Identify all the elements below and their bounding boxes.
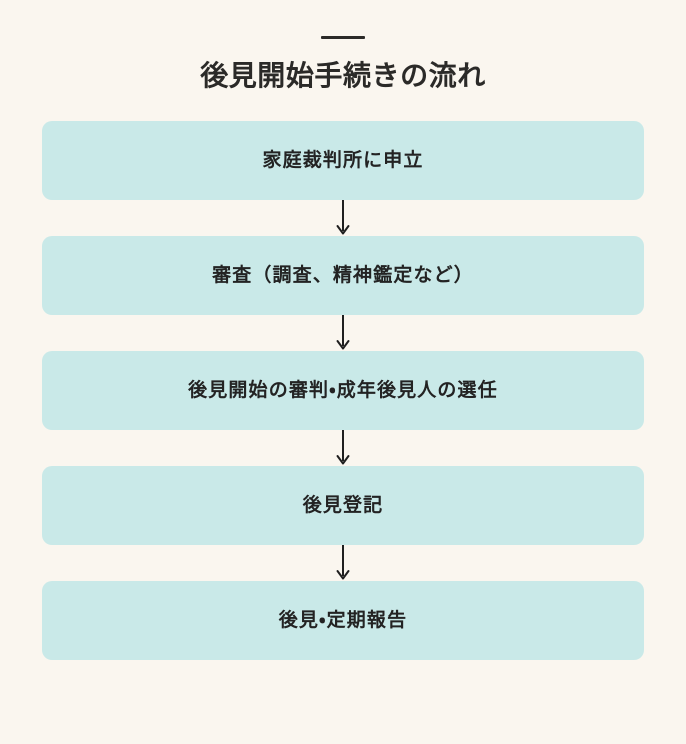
page-title: 後見開始手続きの流れ: [200, 59, 486, 92]
title-divider-rule: [321, 36, 365, 39]
process-flow: 家庭裁判所に申立 審査（調査、精神鑑定など） 後見開始の審判・成年後見人の選任: [42, 93, 644, 660]
flow-connector-4: [42, 545, 644, 581]
flow-connector-1: [42, 200, 644, 236]
flow-step-5: 後見・定期報告: [42, 581, 644, 660]
arrow-down-icon: [336, 315, 350, 350]
flow-step-3: 後見開始の審判・成年後見人の選任: [42, 351, 644, 430]
flow-step-label: 後見・定期報告: [278, 609, 408, 632]
arrow-down-icon: [336, 430, 350, 465]
flow-step-1: 家庭裁判所に申立: [42, 121, 644, 200]
flow-step-label: 家庭裁判所に申立: [262, 149, 424, 172]
arrow-down-icon: [336, 545, 350, 580]
flow-step-label: 後見登記: [302, 494, 384, 517]
arrow-down-icon: [336, 200, 350, 235]
flow-connector-3: [42, 430, 644, 466]
flow-step-2: 審査（調査、精神鑑定など）: [42, 236, 644, 315]
page-header: 後見開始手続きの流れ: [0, 0, 686, 93]
flow-connector-2: [42, 315, 644, 351]
flow-step-label: 審査（調査、精神鑑定など）: [212, 264, 474, 287]
flow-step-4: 後見登記: [42, 466, 644, 545]
flow-step-label: 後見開始の審判・成年後見人の選任: [188, 379, 498, 402]
